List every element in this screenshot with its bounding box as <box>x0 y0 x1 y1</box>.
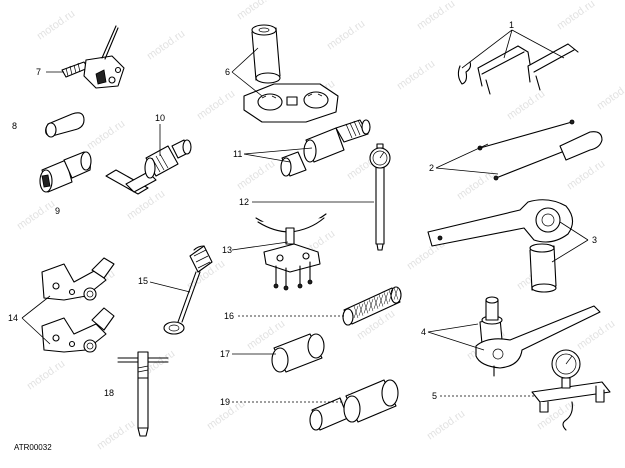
drawing-code: ATR00032 <box>14 443 52 452</box>
watermark-text: motod.ru <box>575 318 617 353</box>
knurl-line <box>353 305 359 319</box>
tool-10-t-handle-puller <box>105 139 192 195</box>
watermark-text: motod.ru <box>555 0 597 32</box>
label-18: 18 <box>104 388 114 398</box>
knurl-pattern <box>353 287 399 319</box>
watermark-text: motod.ru <box>85 118 127 153</box>
knurl-line <box>388 289 394 302</box>
knurl-line <box>383 292 389 305</box>
part-number-labels: 7 8 9 10 6 11 12 13 15 14 16 17 18 19 1 … <box>8 20 597 407</box>
tool-11-sockets <box>280 119 371 177</box>
tool-8-cone-plug <box>45 112 85 138</box>
label-9: 9 <box>55 206 60 216</box>
knurl-line <box>368 299 374 312</box>
label-17: 17 <box>220 349 230 359</box>
label-2: 2 <box>429 163 434 173</box>
tool-18-t-bar-tool <box>117 351 169 437</box>
tool-3-spanner <box>427 199 574 293</box>
label-16: 16 <box>224 311 234 321</box>
label-5: 5 <box>432 391 437 401</box>
label-13: 13 <box>222 245 232 255</box>
tool-16-knurled-bar <box>342 286 402 326</box>
watermark-text: motod.ru <box>595 78 625 113</box>
label-19: 19 <box>220 397 230 407</box>
tool-9-socket <box>39 151 92 193</box>
watermark-text: motod.ru <box>95 418 137 453</box>
label-11: 11 <box>233 149 242 159</box>
tool-6-socket-and-holder <box>243 24 339 123</box>
knurl-line <box>393 287 399 300</box>
watermark-text: motod.ru <box>195 88 237 123</box>
tool-19-sleeves <box>309 379 399 431</box>
label-6: 6 <box>225 67 230 77</box>
label-7: 7 <box>36 67 41 77</box>
leader-lines <box>21 29 589 403</box>
watermark-text: motod.ru <box>235 0 277 22</box>
watermark-text: motod.ru <box>395 58 437 93</box>
tool-1-wire-forks <box>457 43 579 95</box>
knurl-line <box>378 294 384 307</box>
watermark-text: motod.ru <box>415 0 457 32</box>
watermark-text: motod.ru <box>235 158 277 193</box>
tool-7-puller <box>61 25 125 89</box>
label-15: 15 <box>138 276 148 286</box>
tool-5-dial-gauge-base <box>531 349 611 431</box>
label-4: 4 <box>421 327 426 337</box>
label-1: 1 <box>509 20 514 30</box>
watermark-text: motod.ru <box>425 408 467 443</box>
label-12: 12 <box>239 197 249 207</box>
tool-12-dial-gauge <box>369 143 391 251</box>
tool-4-spanner-post <box>475 296 601 377</box>
label-14: 14 <box>8 313 18 323</box>
watermark-text: motod.ru <box>325 18 367 53</box>
knurl-line <box>373 296 379 309</box>
knurl-line <box>363 301 369 314</box>
tool-14-brackets <box>41 257 115 353</box>
knurl-line <box>358 303 364 316</box>
label-10: 10 <box>155 113 165 123</box>
watermark-text: motod.ru <box>125 188 167 223</box>
watermark-text: motod.ru <box>505 88 547 123</box>
watermark-text: motod.ru <box>565 158 607 193</box>
tool-15-hook-handle <box>163 245 213 335</box>
label-3: 3 <box>592 235 597 245</box>
watermark-text: motod.ru <box>145 28 187 63</box>
tool-13-holder-plate <box>255 213 327 291</box>
watermark-text: motod.ru <box>25 358 67 393</box>
watermark-text: motod.ru <box>15 198 57 233</box>
watermark-text: motod.ru <box>35 8 77 43</box>
label-8: 8 <box>12 121 17 131</box>
tool-17-sleeve <box>271 333 325 373</box>
